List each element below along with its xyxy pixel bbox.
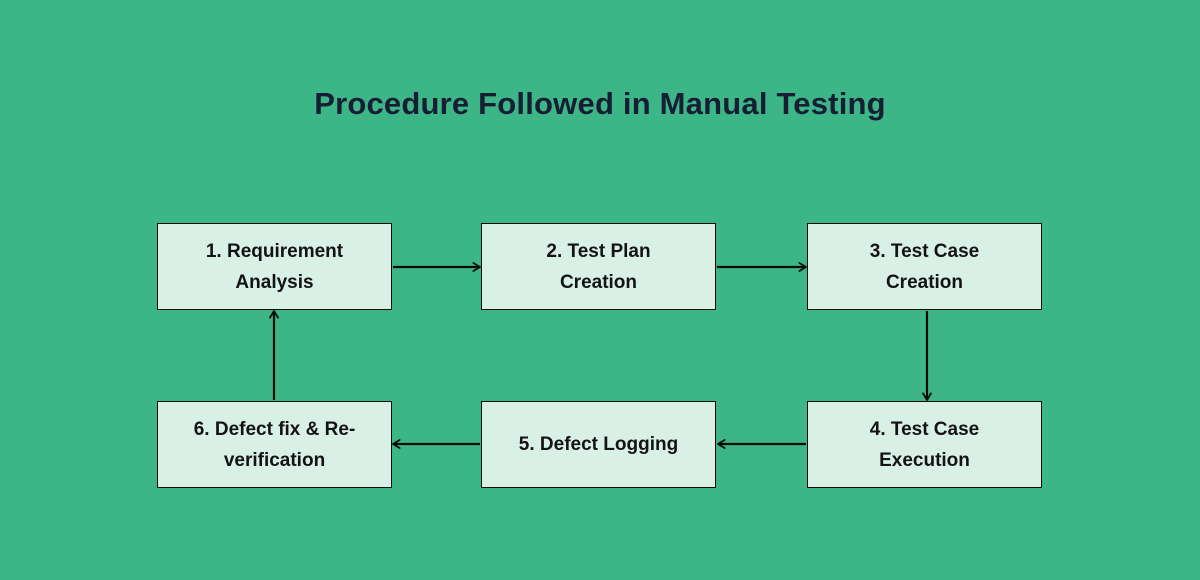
step-label: verification xyxy=(223,449,326,471)
step-box-defect-fix-reverification: 6. Defect fix & Re- verification xyxy=(157,401,392,488)
step-label: 3. Test Case xyxy=(869,240,980,262)
step-box-test-case-execution: 4. Test Case Execution xyxy=(807,401,1042,488)
step-label: 6. Defect fix & Re- xyxy=(193,418,356,440)
step-label: Execution xyxy=(879,449,970,471)
step-label: 5. Defect Logging xyxy=(518,434,679,455)
page-title: Procedure Followed in Manual Testing xyxy=(314,86,886,121)
step-box-test-case-creation: 3. Test Case Creation xyxy=(807,223,1042,310)
step-label: 4. Test Case xyxy=(869,418,980,440)
step-label: Creation xyxy=(559,271,638,293)
step-label: Creation xyxy=(885,271,964,293)
step-label: 1. Requirement xyxy=(205,240,344,262)
step-box-requirement-analysis: 1. Requirement Analysis xyxy=(157,223,392,310)
step-label: Analysis xyxy=(235,271,314,293)
step-label: 2. Test Plan xyxy=(546,240,651,262)
step-box-defect-logging: 5. Defect Logging xyxy=(481,401,716,488)
step-box-test-plan-creation: 2. Test Plan Creation xyxy=(481,223,716,310)
